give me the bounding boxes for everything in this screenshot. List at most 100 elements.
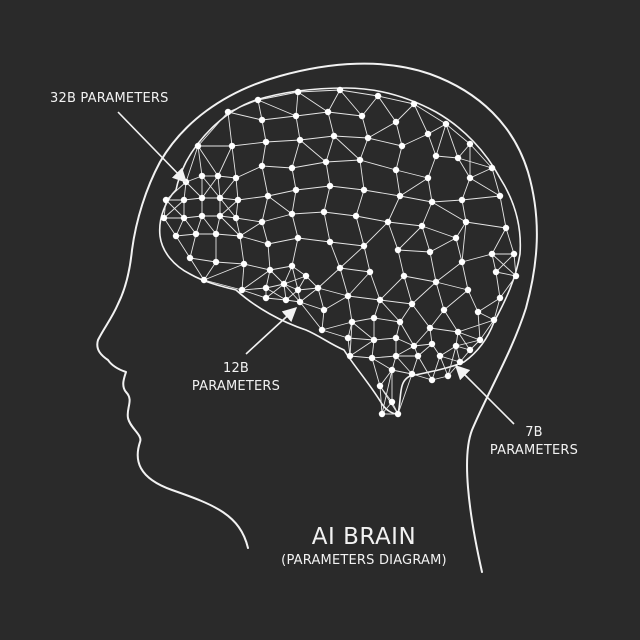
network-node bbox=[396, 192, 404, 200]
network-edge bbox=[201, 175, 221, 199]
network-edge bbox=[461, 221, 467, 263]
network-edge bbox=[339, 89, 363, 117]
network-node bbox=[496, 192, 504, 200]
network-edge bbox=[411, 373, 433, 381]
network-node bbox=[228, 142, 236, 150]
network-edge bbox=[283, 265, 293, 285]
network-edge bbox=[267, 195, 293, 215]
network-edge bbox=[477, 297, 501, 313]
network-edge bbox=[427, 133, 437, 157]
network-node bbox=[236, 232, 244, 240]
network-edge bbox=[261, 119, 267, 143]
network-edge bbox=[491, 227, 507, 255]
diagram-title-block: AI BRAIN (PARAMETERS DIAGRAM) bbox=[250, 522, 478, 570]
label-12b-parameters: 12B PARAMETERS bbox=[178, 360, 294, 396]
network-edge bbox=[387, 195, 401, 223]
network-edge bbox=[215, 261, 245, 265]
arrow-icon bbox=[245, 307, 298, 355]
network-edge bbox=[203, 261, 217, 281]
network-node bbox=[224, 108, 232, 116]
network-edge bbox=[427, 155, 437, 179]
network-node bbox=[238, 286, 246, 294]
network-edge bbox=[397, 225, 423, 251]
network-edge bbox=[403, 275, 413, 305]
network-edge bbox=[435, 123, 447, 157]
network-node bbox=[292, 186, 300, 194]
network-edge bbox=[443, 309, 459, 333]
network-edge bbox=[447, 345, 457, 377]
network-edge bbox=[283, 283, 301, 303]
network-edge bbox=[201, 215, 217, 235]
network-node bbox=[266, 266, 274, 274]
network-node bbox=[384, 218, 392, 226]
diagram-subtitle: (PARAMETERS DIAGRAM) bbox=[281, 553, 447, 568]
network-node bbox=[324, 108, 332, 116]
network-node bbox=[288, 262, 296, 270]
network-edge bbox=[427, 177, 433, 203]
network-edge bbox=[399, 303, 413, 323]
network-node bbox=[376, 296, 384, 304]
network-edge bbox=[495, 271, 517, 277]
network-node bbox=[200, 276, 208, 284]
network-node bbox=[160, 214, 168, 222]
network-node bbox=[344, 292, 352, 300]
network-edge bbox=[267, 237, 299, 245]
network-edge bbox=[465, 221, 507, 229]
network-edge bbox=[399, 195, 433, 203]
network-edge bbox=[355, 215, 365, 247]
network-edge bbox=[491, 253, 517, 277]
network-node bbox=[452, 342, 460, 350]
network-edge bbox=[371, 355, 397, 359]
network-node bbox=[436, 352, 444, 360]
network-edge bbox=[387, 221, 399, 251]
network-edge bbox=[455, 339, 481, 347]
network-node bbox=[296, 298, 304, 306]
network-node bbox=[330, 132, 338, 140]
network-node bbox=[408, 370, 416, 378]
network-edge bbox=[445, 123, 471, 145]
network-node bbox=[410, 342, 418, 350]
network-node bbox=[392, 166, 400, 174]
network-node bbox=[466, 140, 474, 148]
network-edge bbox=[493, 297, 501, 321]
network-node bbox=[264, 192, 272, 200]
network-edge bbox=[355, 189, 365, 217]
network-node bbox=[458, 196, 466, 204]
network-edge bbox=[261, 195, 269, 223]
network-edge bbox=[257, 91, 299, 101]
network-node bbox=[394, 410, 402, 418]
network-node bbox=[294, 286, 302, 294]
network-edge bbox=[403, 275, 437, 283]
network-node bbox=[322, 158, 330, 166]
network-edge bbox=[323, 211, 357, 217]
network-edge bbox=[495, 271, 501, 299]
network-edge bbox=[201, 175, 219, 199]
network-edge bbox=[243, 263, 271, 271]
network-node bbox=[490, 316, 498, 324]
network-node bbox=[392, 118, 400, 126]
network-edge bbox=[261, 221, 269, 245]
network-edge bbox=[265, 283, 285, 299]
network-edge bbox=[427, 123, 447, 135]
network-edge bbox=[203, 279, 243, 291]
network-edge bbox=[235, 165, 263, 179]
network-node bbox=[410, 100, 418, 108]
network-edge bbox=[197, 145, 203, 177]
network-node bbox=[214, 172, 222, 180]
network-edge bbox=[351, 321, 375, 341]
network-edge bbox=[455, 237, 463, 263]
network-node bbox=[320, 208, 328, 216]
network-node bbox=[346, 352, 354, 360]
network-edge bbox=[363, 245, 371, 273]
network-edge bbox=[417, 355, 433, 381]
network-node bbox=[454, 154, 462, 162]
network-node bbox=[360, 242, 368, 250]
network-node bbox=[370, 314, 378, 322]
network-edge bbox=[395, 345, 415, 357]
network-node bbox=[258, 116, 266, 124]
network-node bbox=[280, 280, 288, 288]
network-node bbox=[296, 136, 304, 144]
network-edge bbox=[397, 373, 413, 415]
network-edge bbox=[291, 139, 301, 169]
network-edge bbox=[395, 169, 401, 197]
